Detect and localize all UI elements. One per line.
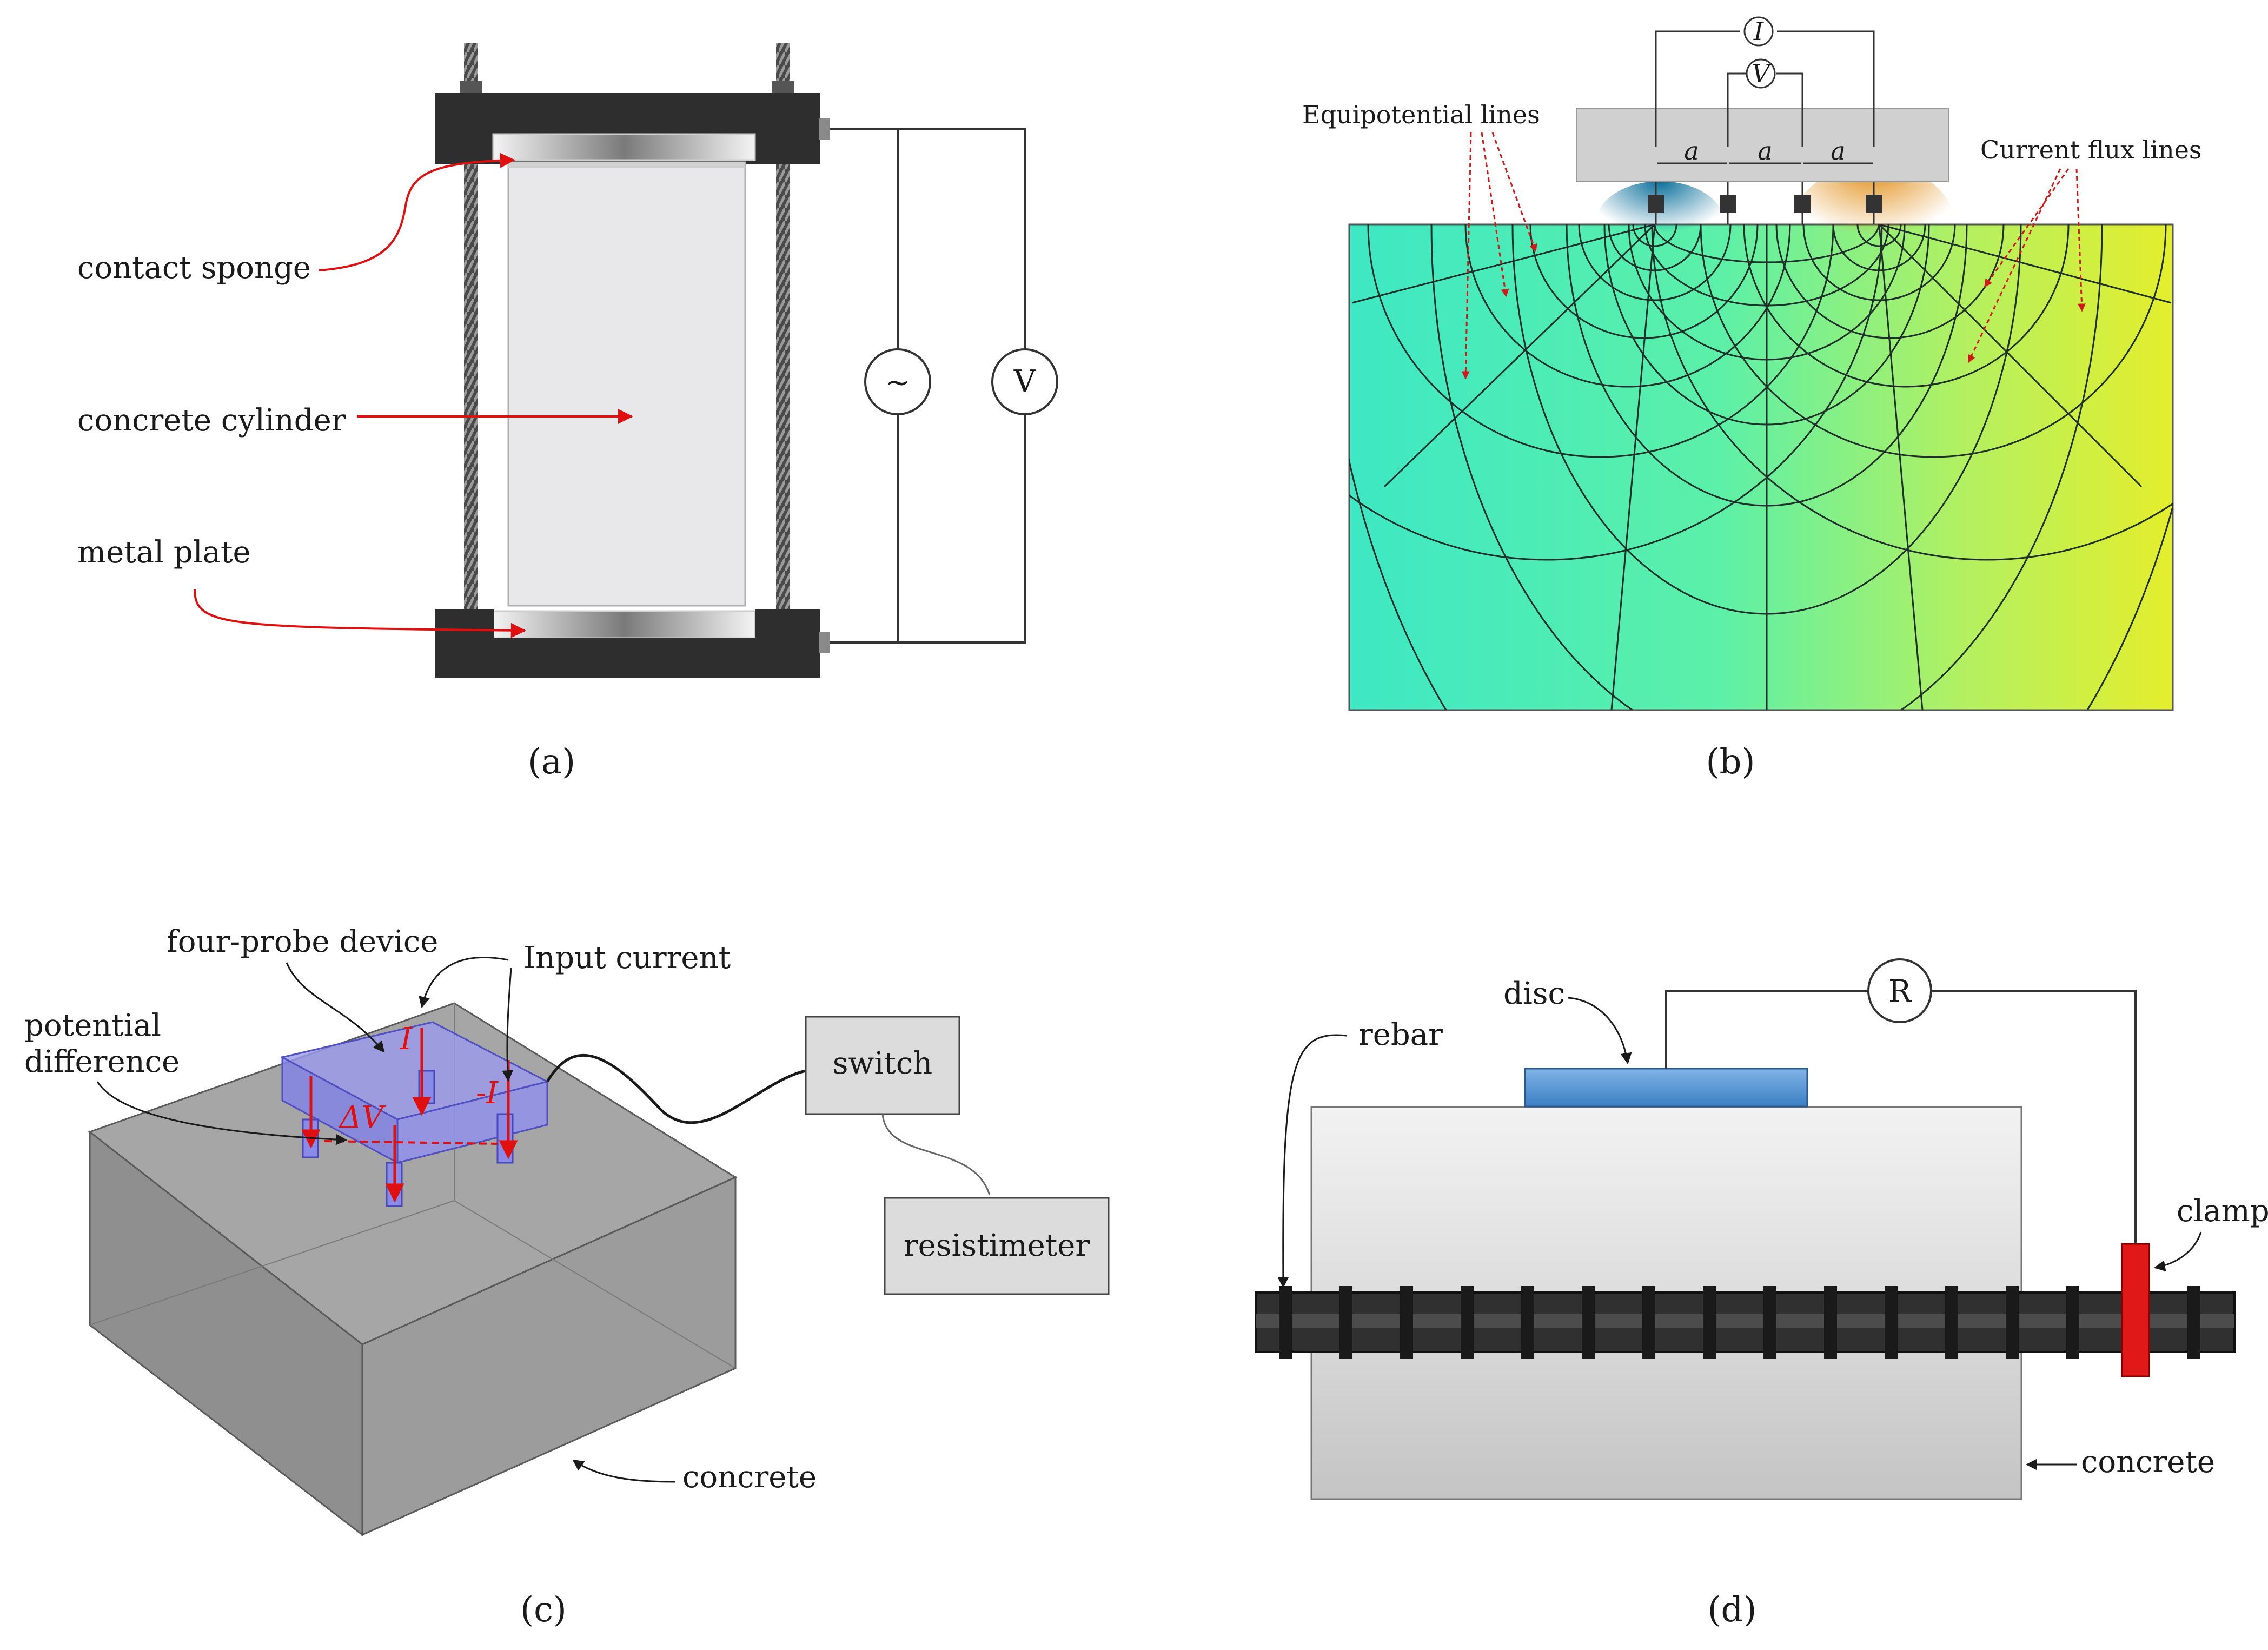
label-resistimeter: resistimeter (904, 1228, 1090, 1263)
rebar-rib (2066, 1286, 2079, 1359)
current-symbol: I (1753, 17, 1764, 46)
terminal-top (819, 118, 830, 140)
arrow-input-current-2 (502, 968, 514, 1082)
resistimeter-box (884, 1197, 1110, 1295)
rebar-rib (1824, 1286, 1837, 1359)
meter-symbol: R (1888, 974, 1912, 1009)
ac-source-symbol: ~ (885, 365, 911, 400)
label-switch: switch (833, 1046, 933, 1081)
caption-a: (a) (528, 742, 575, 782)
meter-circuit (1665, 990, 2137, 1244)
label-current-flux-lines: Current flux lines (1980, 135, 2202, 164)
label-equipotential-lines: Equipotential lines (1302, 100, 1540, 129)
rebar-rib (2187, 1286, 2200, 1359)
arrow-contact-sponge (319, 153, 515, 271)
rebar-rib (1703, 1286, 1716, 1359)
panel-a: ~ V contact sponge concrete cylinder met… (77, 43, 1058, 782)
rebar-rib (1945, 1286, 1958, 1359)
voltage-symbol: V (1752, 59, 1772, 88)
probes (1648, 195, 1882, 213)
panel-c: I -I ΔV switch resistimeter four-probe d… (24, 924, 1110, 1630)
label-concrete-c: concrete (682, 1460, 817, 1495)
label-concrete-d: concrete (2081, 1444, 2215, 1480)
rebar-rib (1339, 1286, 1352, 1359)
arrow-potential-difference (96, 1081, 348, 1145)
current-flux-lines (1349, 224, 2173, 710)
label-four-probe-device: four-probe device (167, 924, 438, 959)
caption-b: (b) (1706, 742, 1755, 782)
cable-switch-resistimeter (881, 1114, 991, 1196)
label-potential-1: potential (24, 1008, 161, 1043)
resistance-meter-icon (1867, 958, 1932, 1023)
disc (1524, 1068, 1808, 1108)
symbol-delta-v: ΔV (339, 1100, 386, 1135)
rebar-rib (1642, 1286, 1655, 1359)
terminal-bottom (819, 632, 830, 653)
rebar-rib (1279, 1286, 1292, 1359)
rebar-rib (1461, 1286, 1474, 1359)
arrow-rebar (1277, 1034, 1347, 1289)
symbol-current-in: I (400, 1022, 413, 1057)
label-clamp: clamp (2177, 1194, 2268, 1229)
label-input-current: Input current (523, 940, 731, 976)
rebar-rib (1400, 1286, 1413, 1359)
label-concrete-cylinder: concrete cylinder (77, 403, 346, 438)
concrete-cylinder (507, 161, 746, 607)
caption-d: (d) (1708, 1590, 1757, 1630)
label-contact-sponge: contact sponge (77, 250, 311, 286)
label-potential-2: difference (24, 1044, 180, 1079)
voltmeter-icon-b (1746, 58, 1776, 89)
arrow-metal-plate (194, 589, 526, 638)
arrow-input-current-1 (419, 956, 509, 1009)
arrow-concrete-c (572, 1459, 675, 1483)
label-rebar: rebar (1358, 1017, 1443, 1052)
leader-flux (1967, 168, 2086, 363)
symbol-current-out: -I (476, 1076, 499, 1111)
spacing-label-1: a (1684, 136, 1699, 165)
bottom-metal-plate (492, 610, 756, 639)
caption-c: (c) (520, 1590, 567, 1630)
rebar-rib (1763, 1286, 1776, 1359)
rebar-rib (2006, 1286, 2019, 1359)
ammeter-icon (1743, 16, 1774, 47)
arrow-clamp (2153, 1231, 2202, 1272)
measurement-circuit (830, 128, 1026, 644)
ac-source-icon (864, 348, 931, 415)
leader-equipotential (1461, 132, 1537, 380)
switch-box (805, 1016, 960, 1115)
top-metal-plate (492, 133, 756, 161)
rebar-rib (1582, 1286, 1595, 1359)
clamp (2121, 1243, 2150, 1377)
voltmeter-icon (991, 348, 1058, 415)
panel-b: I V a a a Equipotential lines Current fl… (1302, 16, 2202, 782)
spacing-label-3: a (1831, 136, 1845, 165)
voltmeter-symbol: V (1013, 364, 1037, 399)
label-disc: disc (1503, 976, 1565, 1011)
probe-holder (1576, 108, 1949, 182)
rebar-rib (1521, 1286, 1534, 1359)
rebar-rib (1885, 1286, 1898, 1359)
spacing-label-2: a (1758, 136, 1772, 165)
panel-d: R disc rebar clamp concrete (d) (1255, 958, 2268, 1630)
arrow-disc (1568, 997, 1632, 1065)
cable-device-switch (546, 1053, 806, 1124)
arrow-four-probe-device (286, 962, 385, 1053)
label-metal-plate: metal plate (77, 535, 251, 570)
